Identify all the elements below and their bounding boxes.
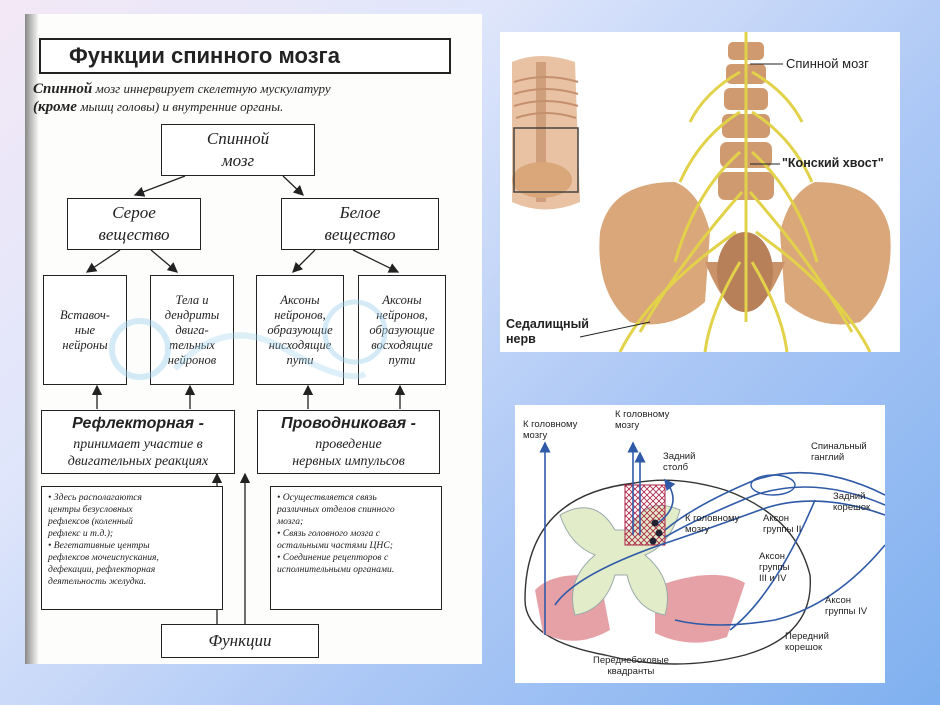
descending-axons-box: Аксоны нейронов, образующие нисходящие п… xyxy=(256,275,344,385)
label-sciatic-nerve: Седалищный нерв xyxy=(506,317,589,346)
white-matter-box: Белое вещество xyxy=(281,198,439,250)
pelvis xyxy=(599,182,891,325)
label-pointers xyxy=(579,63,783,338)
motor-neuron-bodies-box: Тела и дендриты двига- тельных нейронов xyxy=(150,275,234,385)
spinal-cord-box: Спинной мозг xyxy=(161,124,315,176)
label-dorsal-root: Задний корешок xyxy=(833,491,871,513)
spine-drawing xyxy=(512,32,891,352)
label-axon-group-ii: Аксон группы II xyxy=(763,513,802,535)
label-cauda-equina: "Конский хвост" xyxy=(782,156,884,170)
label-to-brain-3: К головному мозгу xyxy=(685,513,740,535)
spinal-ganglion xyxy=(750,474,796,496)
gray-matter-box: Серое вещество xyxy=(67,198,201,250)
conduction-details-list: • Осуществляется связь различных отделов… xyxy=(270,486,442,610)
functions-box: Функции xyxy=(161,624,319,658)
reflex-function-box: Рефлекторная - принимает участие в двига… xyxy=(41,410,235,474)
spinal-cord-cross-section: К головному мозгу К головному мозгу Задн… xyxy=(515,405,885,683)
pathways xyxy=(539,441,885,635)
interneurons-box: Вставоч- ные нейроны xyxy=(43,275,127,385)
label-spinal-ganglion: Спинальный ганглий xyxy=(811,441,867,463)
reflex-details-list: • Здесь располагаются центры безусловных… xyxy=(41,486,223,610)
spinal-cord-functions-scheme: Функции спинного мозга Спинной мозг инне… xyxy=(25,14,482,664)
label-anterolateral-quadrants: Переднебоковые квадранты xyxy=(593,655,669,677)
cross-section-drawing xyxy=(524,441,885,665)
torso-inset xyxy=(512,56,580,210)
intro-text: Спинной мозг иннервирует скелетную муску… xyxy=(33,81,331,115)
conduction-function-box: Проводниковая - проведение нервных импул… xyxy=(257,410,440,474)
label-to-brain-1: К головному мозгу xyxy=(523,419,578,441)
label-axon-group-iii-iv: Аксон группы III и IV xyxy=(759,551,790,584)
label-spinal-cord: Спинной мозг xyxy=(786,56,869,71)
label-axon-group-iv: Аксон группы IV xyxy=(825,595,868,617)
ascending-axons-box: Аксоны нейронов, образующие восходящие п… xyxy=(358,275,446,385)
nerve-roots xyxy=(618,32,872,352)
spine-anatomy-illustration: Спинной мозг "Конский хвост" Седалищный … xyxy=(500,32,900,352)
label-ventral-root: Передний корешок xyxy=(785,631,829,653)
label-to-brain-2: К головному мозгу xyxy=(615,409,670,431)
label-dorsal-column: Задний столб xyxy=(663,451,696,473)
scan-edge-shadow xyxy=(25,14,39,664)
page-title: Функции спинного мозга xyxy=(39,38,451,74)
